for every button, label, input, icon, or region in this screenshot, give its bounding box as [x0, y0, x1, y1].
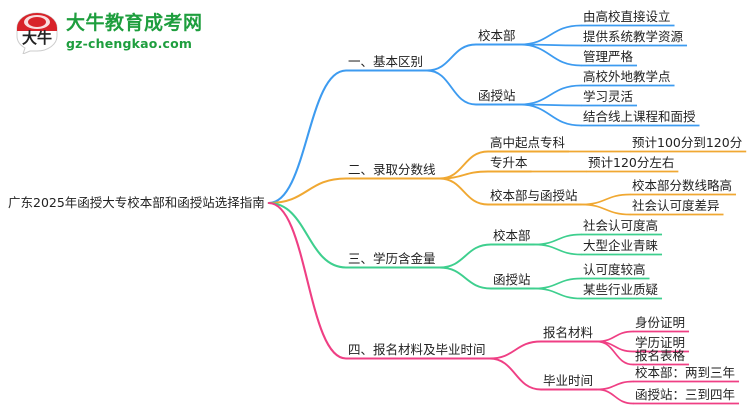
mindmap-leaf-3-2-2[interactable]: 某些行业质疑	[583, 281, 659, 297]
site-logo: 大牛 大牛教育成考网 gz-chengkao.com	[14, 10, 214, 58]
mindmap-leaf-4-1-3[interactable]: 报名表格	[635, 347, 686, 363]
mindmap-connector	[438, 177, 489, 206]
mindmap-connector	[267, 177, 348, 205]
mindmap-leaf-3-1-1[interactable]: 社会认可度高	[583, 217, 659, 233]
mindmap-branch-3[interactable]: 三、学历含金量	[348, 250, 436, 266]
mindmap-leaf-2-2-1[interactable]: 预计120分左右	[588, 154, 675, 170]
mindmap-node-4-2[interactable]: 毕业时间	[543, 372, 594, 388]
mindmap-connector	[438, 170, 489, 180]
mindmap-root-node[interactable]: 广东2025年函授大专校本部和函授站选择指南	[8, 194, 265, 210]
mindmap-leaf-1-1-2[interactable]: 提供系统教学资源	[583, 28, 684, 44]
mindmap-connector	[596, 380, 634, 391]
mindmap-branch-4[interactable]: 四、报名材料及毕业时间	[348, 341, 486, 357]
mindmap-leaf-4-2-1[interactable]: 校本部：两到三年	[635, 364, 736, 380]
mindmap-leaf-4-1-2[interactable]: 学历证明	[635, 334, 686, 350]
mindmap-leaf-2-3-1[interactable]: 校本部分数线略高	[632, 177, 733, 193]
mindmap-connector	[426, 43, 477, 72]
mindmap-connector	[267, 201, 348, 360]
mindmap-connector	[580, 203, 631, 216]
mindmap-node-2-3[interactable]: 校本部与函授站	[490, 187, 578, 203]
mindmap-node-3-2[interactable]: 函授站	[493, 271, 531, 287]
logo-subtitle: gz-chengkao.com	[66, 36, 193, 51]
mindmap-connector	[596, 330, 634, 343]
mindmap-node-4-1[interactable]: 报名材料	[543, 324, 594, 340]
mindmap-leaf-1-1-3[interactable]: 管理严格	[583, 48, 634, 64]
mindmap-connector	[488, 357, 542, 391]
mindmap-node-3-1[interactable]: 校本部	[493, 227, 531, 243]
mindmap-leaf-4-1-1[interactable]: 身份证明	[635, 314, 686, 330]
mindmap-connector	[426, 69, 477, 106]
mindmap-connector	[533, 243, 582, 256]
mindmap-connector	[518, 103, 582, 127]
mindmap-connector	[533, 287, 582, 300]
mindmap-node-1-2[interactable]: 函授站	[478, 87, 516, 103]
mindmap-branch-2[interactable]: 二、录取分数线	[348, 161, 436, 177]
logo-mark-icon: 大牛	[16, 12, 58, 54]
mindmap-connector	[518, 43, 582, 67]
mindmap-connector	[267, 201, 348, 269]
logo-text-block: 大牛教育成考网 gz-chengkao.com	[66, 12, 203, 52]
mindmap-leaf-3-2-1[interactable]: 认可度较高	[583, 261, 646, 277]
mindmap-node-2-1[interactable]: 高中起点专科	[490, 134, 566, 150]
mindmap-leaf-3-1-2[interactable]: 大型企业青睐	[583, 237, 659, 253]
mindmap-connector	[488, 340, 542, 360]
mindmap-connector	[438, 243, 492, 269]
mindmap-connector	[596, 388, 634, 405]
mindmap-connector	[533, 233, 582, 246]
mindmap-leaf-1-2-3[interactable]: 结合线上课程和面授	[583, 108, 696, 124]
mindmap-connector	[596, 340, 634, 366]
mindmap-connector	[533, 277, 582, 290]
mindmap-node-2-2[interactable]: 专升本	[490, 154, 528, 170]
mindmap-connector	[438, 266, 492, 290]
mindmap-connector	[267, 69, 348, 205]
mindmap-leaf-1-2-2[interactable]: 学习灵活	[583, 88, 634, 104]
svg-text:大牛: 大牛	[22, 29, 52, 47]
mindmap-leaf-1-2-1[interactable]: 高校外地教学点	[583, 68, 671, 84]
logo-title: 大牛教育成考网	[66, 12, 203, 34]
mindmap-leaf-2-3-2[interactable]: 社会认可度差异	[632, 197, 720, 213]
mindmap-node-1-1[interactable]: 校本部	[478, 27, 516, 43]
mindmap-leaf-1-1-1[interactable]: 由高校直接设立	[583, 8, 671, 24]
mindmap-connector	[518, 84, 582, 106]
mindmap-leaf-2-1-1[interactable]: 预计100分到120分	[632, 134, 743, 150]
mindmap-branch-1[interactable]: 一、基本区别	[348, 53, 424, 69]
mindmap-connector	[580, 193, 631, 206]
mindmap-connector	[518, 24, 582, 46]
mindmap-leaf-4-2-2[interactable]: 函授站：三到四年	[635, 386, 736, 402]
